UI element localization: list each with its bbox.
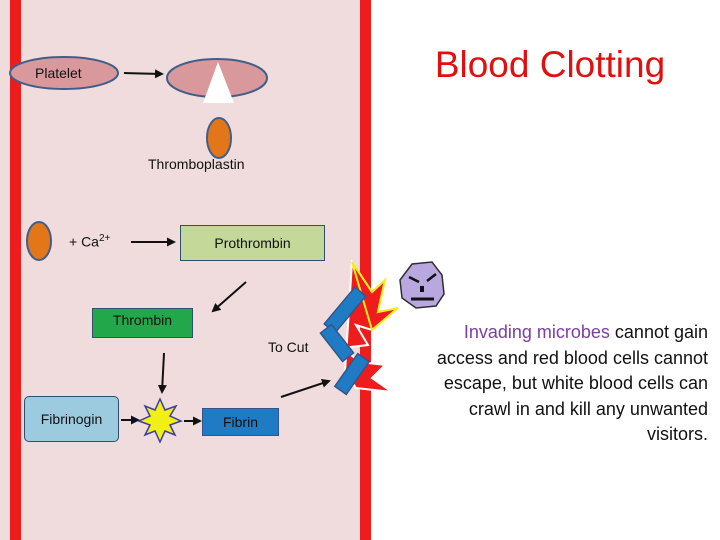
calcium-prefix: + Ca (69, 233, 99, 250)
page-title: Blood Clotting (434, 44, 666, 85)
fibrinogin-box: Fibrinogin (24, 396, 119, 442)
microbe-brow-left (408, 275, 420, 284)
thromboplastin-label: Thromboplastin (148, 156, 245, 172)
thromboplastin-oval-reactant (26, 221, 52, 261)
microbe-nose (420, 286, 424, 292)
platelet-shape (9, 56, 119, 90)
description-text: Invading microbes cannot gain access and… (418, 320, 708, 448)
vessel-wall-left (10, 0, 21, 540)
arrow-thrombin-down (157, 352, 167, 394)
prothrombin-box: Prothrombin (180, 225, 325, 261)
wound-edge-highlight (351, 261, 399, 332)
microbe-brow-right (426, 273, 437, 282)
to-cut-label: To Cut (268, 339, 309, 355)
microbe-icon (399, 261, 445, 309)
description-body: cannot gain access and red blood cells c… (436, 322, 708, 444)
calcium-label: + Ca2+ (69, 233, 110, 250)
calcium-superscript: 2+ (98, 233, 111, 244)
platelet-label: Platelet (35, 65, 82, 81)
arrow-prothrombin-to-thrombin (211, 281, 247, 313)
arrow-fibrin-to-wound (280, 378, 331, 398)
fibrin-strand-3 (333, 352, 371, 396)
vessel-wall-right (360, 0, 371, 540)
thrombin-box: Thrombin (92, 308, 193, 338)
reaction-star (137, 397, 183, 444)
platelet-break-triangle (203, 62, 234, 103)
description-highlight: Invading microbes (463, 322, 610, 342)
arrow-platelet (123, 69, 164, 79)
fibrin-strand-2 (319, 323, 355, 363)
thromboplastin-shape (206, 117, 232, 159)
fibrin-box: Fibrin (202, 408, 279, 436)
